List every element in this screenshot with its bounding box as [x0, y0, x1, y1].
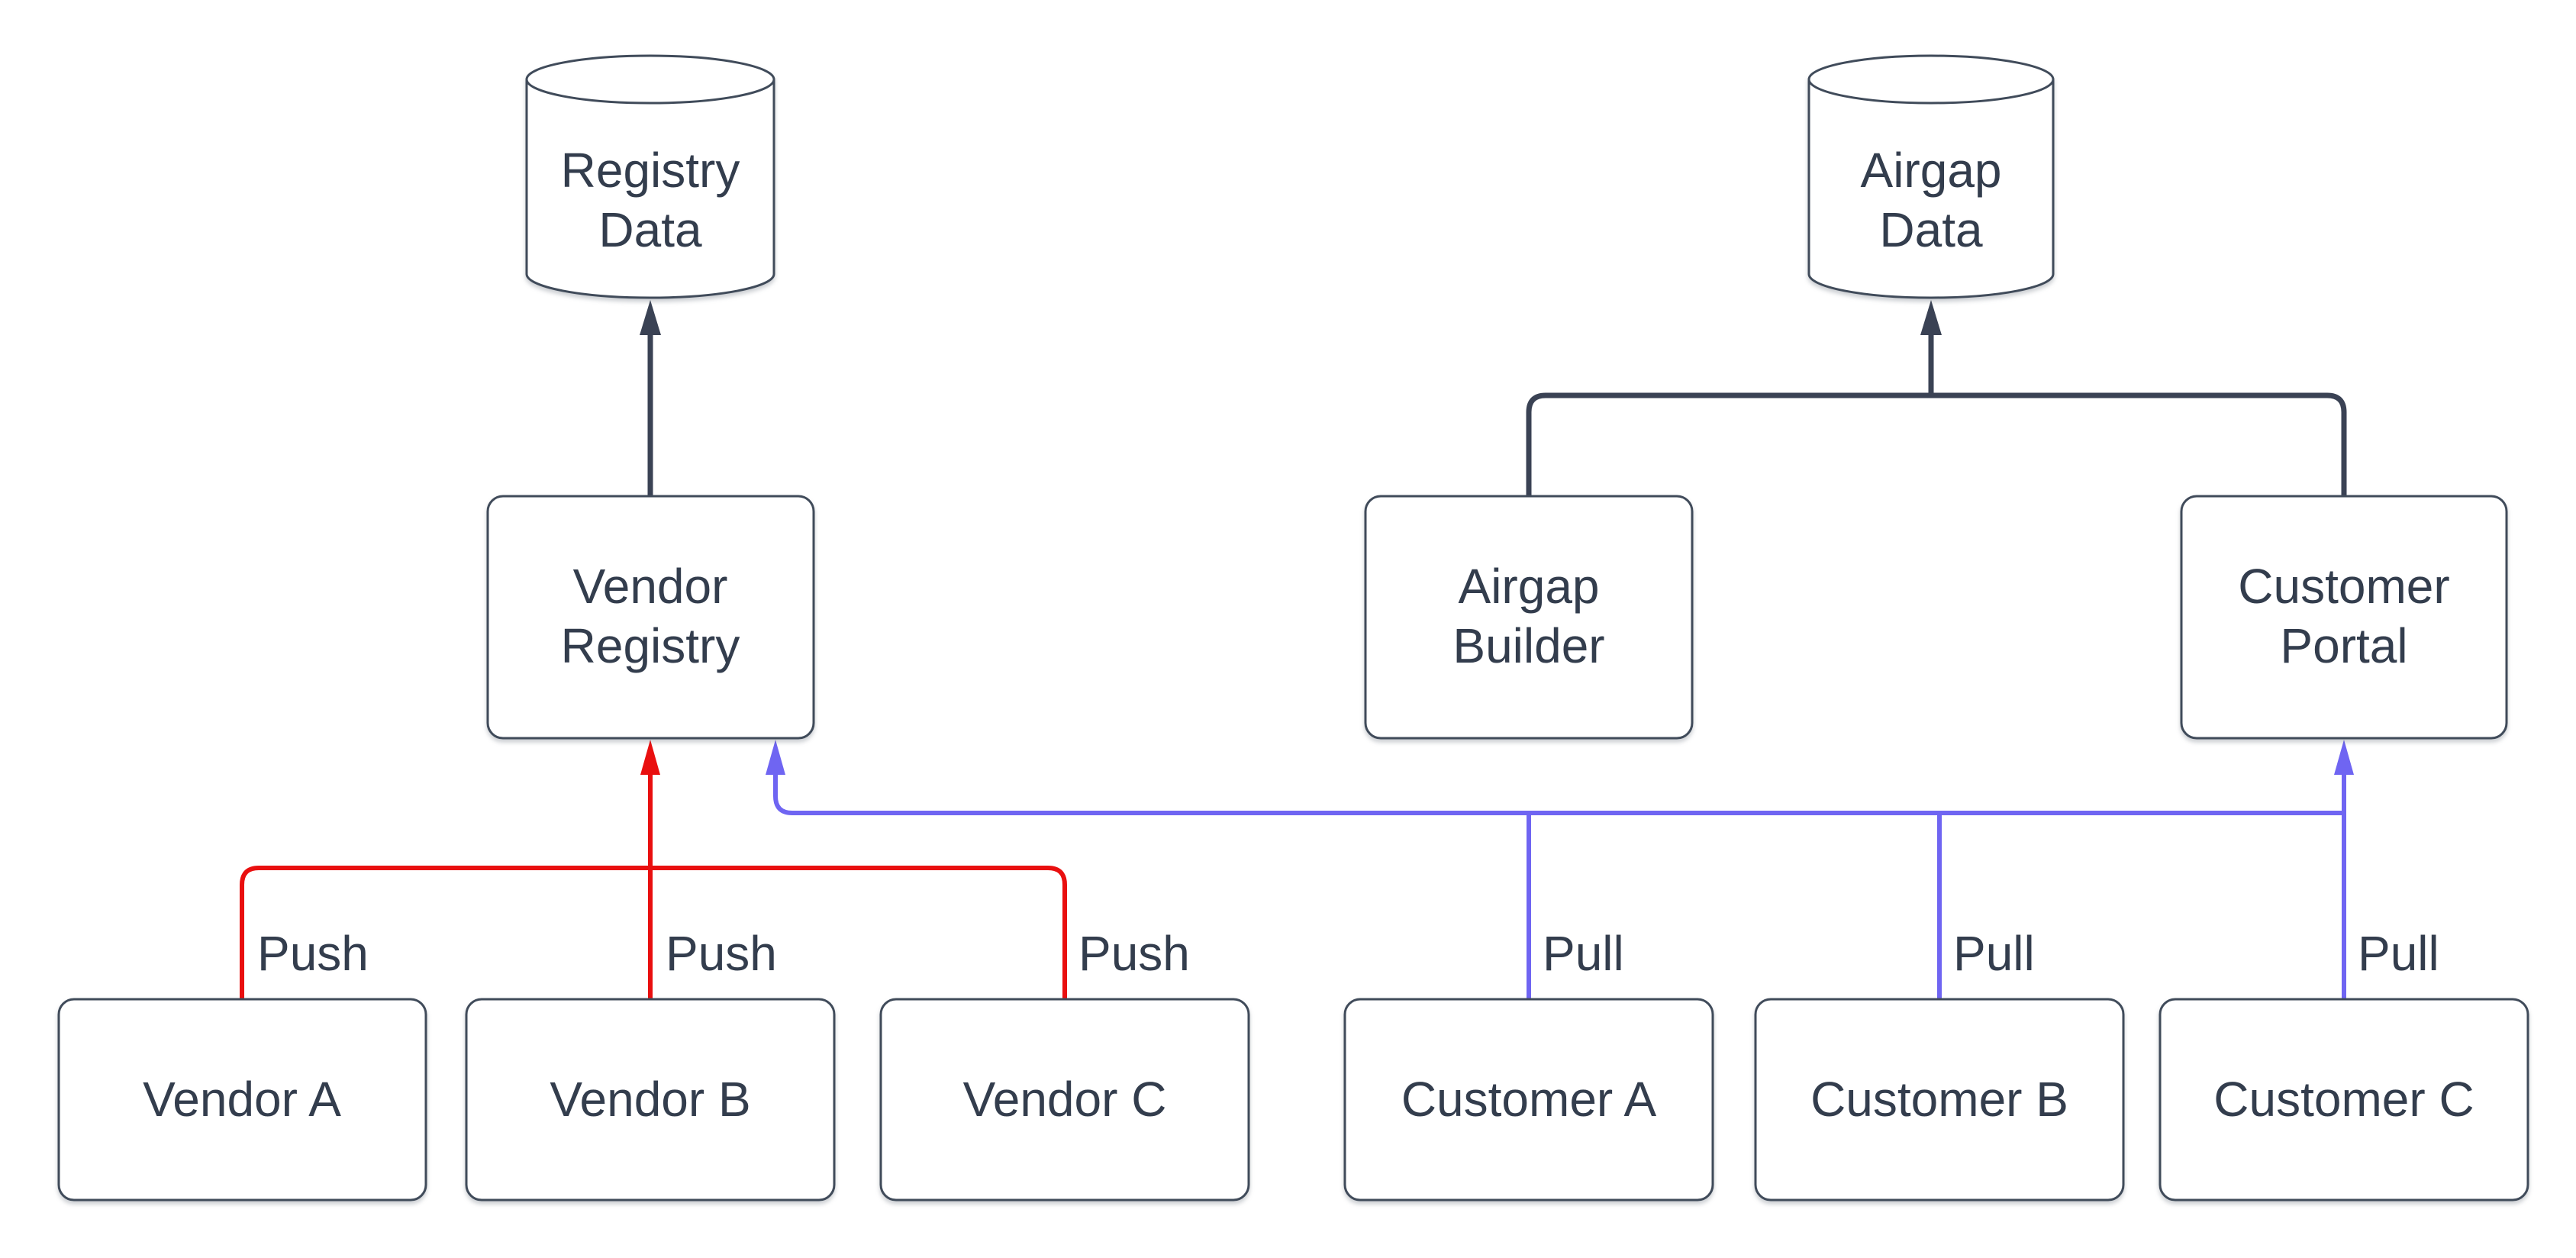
- node-customer-c: Customer C: [2158, 998, 2529, 1202]
- airgap-builder-box: [1364, 495, 1694, 740]
- edge-labels: Push Push Push Pull Pull Pull: [257, 926, 2439, 981]
- airgap-data-label-line1: Airgap: [1861, 143, 2002, 198]
- vendor-registry-label-line2: Registry: [561, 618, 740, 673]
- edge-vendor-a-push: [240, 866, 650, 999]
- airgap-data-cylinder: [1807, 54, 2055, 299]
- customer-b-box: [1754, 998, 2125, 1202]
- airgap-data-cylinder-rim: [1807, 79, 2055, 105]
- customer-c-label: Customer C: [2213, 1072, 2474, 1127]
- node-customer-a: Customer A: [1343, 998, 1714, 1202]
- vendor-b-label: Vendor B: [550, 1072, 750, 1127]
- airgap-data-label-line2: Data: [1879, 202, 1983, 257]
- node-vendor-c: Vendor C: [879, 998, 1250, 1202]
- edge-airgap-builder-to-airgap-data: [1526, 392, 1931, 496]
- pull-label-customer-b: Pull: [1953, 926, 2035, 981]
- registry-data-cylinder: [525, 54, 775, 299]
- pull-label-customer-a: Pull: [1543, 926, 1624, 981]
- node-vendor-registry: Vendor Registry: [486, 495, 815, 740]
- arrowhead-registry-data: [640, 300, 661, 335]
- node-vendor-b: Vendor B: [465, 998, 836, 1202]
- vendor-c-label: Vendor C: [963, 1072, 1167, 1127]
- vendor-c-box: [879, 998, 1250, 1202]
- edge-vendor-c-push: [650, 866, 1067, 999]
- node-registry-data: Registry Data: [525, 54, 775, 299]
- vendor-registry-box: [486, 495, 815, 740]
- customer-portal-label-line2: Portal: [2280, 618, 2407, 673]
- customer-portal-label-line1: Customer: [2238, 559, 2449, 614]
- vendor-b-box: [465, 998, 836, 1202]
- node-customer-b: Customer B: [1754, 998, 2125, 1202]
- arrowhead-pull-vendor-registry: [766, 740, 785, 775]
- vendor-a-label: Vendor A: [143, 1072, 341, 1127]
- airgap-builder-label-line2: Builder: [1452, 618, 1604, 673]
- push-label-vendor-c: Push: [1078, 926, 1190, 981]
- node-airgap-data: Airgap Data: [1807, 54, 2055, 299]
- customer-b-label: Customer B: [1810, 1072, 2068, 1127]
- airgap-builder-label-line1: Airgap: [1459, 559, 1600, 614]
- push-label-vendor-b: Push: [666, 926, 777, 981]
- customer-c-box: [2158, 998, 2529, 1202]
- node-customer-portal: Customer Portal: [2180, 495, 2508, 740]
- node-vendor-a: Vendor A: [57, 998, 427, 1202]
- customer-a-label: Customer A: [1401, 1072, 1657, 1127]
- pull-edges: [766, 740, 2354, 999]
- registry-data-label-line2: Data: [598, 202, 702, 257]
- registry-data-label-line1: Registry: [561, 143, 740, 198]
- edge-customer-portal-to-airgap-data: [1931, 392, 2347, 496]
- arrowhead-push-vendor-registry: [640, 740, 660, 775]
- vendor-a-box: [57, 998, 427, 1202]
- customer-portal-box: [2180, 495, 2508, 740]
- arrowhead-pull-customer-portal: [2334, 740, 2354, 775]
- push-label-vendor-a: Push: [257, 926, 369, 981]
- store-edges: [640, 300, 2347, 496]
- pull-label-customer-c: Pull: [2358, 926, 2439, 981]
- customer-a-box: [1343, 998, 1714, 1202]
- registry-data-cylinder-rim: [525, 79, 775, 105]
- push-edges: [240, 740, 1067, 999]
- node-airgap-builder: Airgap Builder: [1364, 495, 1694, 740]
- vendor-registry-label-line1: Vendor: [573, 559, 728, 614]
- edge-pull-bus: [773, 775, 2344, 815]
- arrowhead-airgap-data: [1920, 300, 1942, 335]
